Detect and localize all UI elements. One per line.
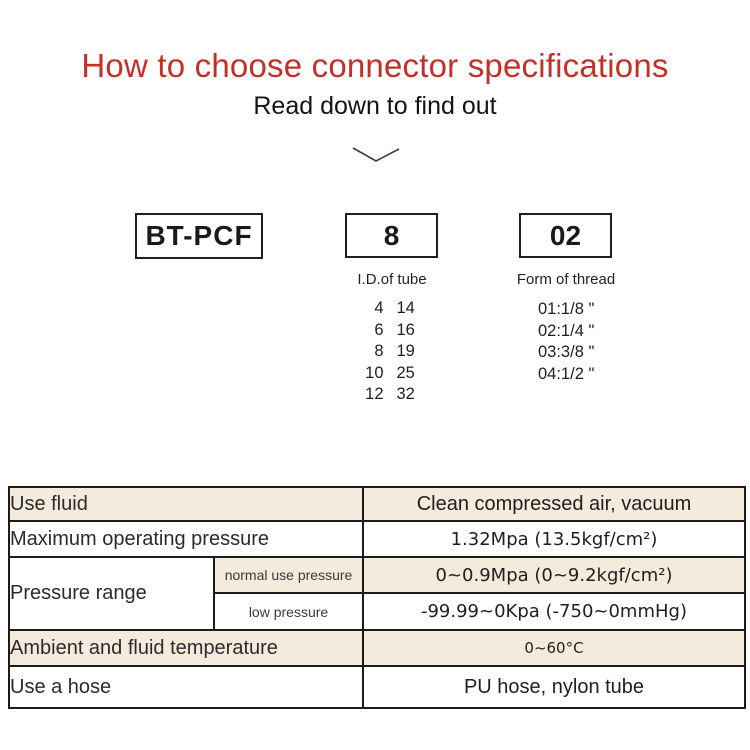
tube-id: 12 xyxy=(365,385,384,403)
thread-code-text: 02 xyxy=(549,219,582,251)
tube-id: 4 xyxy=(374,299,384,317)
thread-option: 01:1/8 " xyxy=(538,300,595,318)
tube-size: 32 xyxy=(396,385,415,403)
table-row: low pressure -99.99~0Kpa (-750~0mmHg) xyxy=(9,592,746,631)
spec-value-temperature: 0~60°C xyxy=(362,629,746,667)
table-row: Use fluid Clean compressed air, vacuum xyxy=(8,486,746,522)
spec-value-hose: PU hose, nylon tube xyxy=(362,665,746,709)
tube-size: 25 xyxy=(396,363,415,382)
thread-option-list: 01:1/8 " 02:1/4 " 03:3/8 " 04:1/2 " xyxy=(538,299,594,385)
spec-table: Use fluid Clean compressed air, vacuum M… xyxy=(8,486,746,709)
table-row: Use a hose PU hose, nylon tube xyxy=(8,665,746,709)
tube-id: 6 xyxy=(374,320,384,339)
spec-label-use-fluid: Use fluid xyxy=(8,486,364,522)
table-row: Pressure range normal use pressure 0~0.9… xyxy=(8,556,746,631)
thread-code-box: 02 xyxy=(519,213,612,258)
tube-size: 19 xyxy=(396,342,415,360)
spec-sublabel-normal-pressure: normal use pressure xyxy=(213,556,364,594)
spec-label-temperature: Ambient and fluid temperature xyxy=(8,629,364,667)
chevron-down-icon xyxy=(352,147,400,162)
tube-size-row: 8 19 xyxy=(345,341,437,363)
tube-size-row: 12 32 xyxy=(345,384,437,406)
thread-option: 02:1/4 " xyxy=(538,321,595,340)
spec-value-normal-pressure: 0~0.9Mpa (0~9.2kgf/cm²) xyxy=(362,556,746,594)
model-code-box: BT-PCF xyxy=(135,213,263,259)
tube-code-text: 8 xyxy=(383,219,400,251)
tube-section-label: I.D.of tube xyxy=(357,271,427,288)
table-row: Maximum operating pressure 1.32Mpa (13.5… xyxy=(8,520,746,558)
spec-label-max-pressure: Maximum operating pressure xyxy=(8,520,364,558)
tube-size-row: 4 14 xyxy=(345,298,437,320)
model-code-text: BT-PCF xyxy=(145,220,253,251)
spec-label-pressure-range: Pressure range xyxy=(8,556,215,631)
tube-id: 8 xyxy=(374,342,384,360)
thread-section-label: Form of thread xyxy=(516,271,616,288)
table-row: Ambient and fluid temperature 0~60°C xyxy=(8,629,746,667)
spec-value-use-fluid: Clean compressed air, vacuum xyxy=(362,486,746,522)
spec-label-hose: Use a hose xyxy=(8,665,364,709)
spec-value-low-pressure: -99.99~0Kpa (-750~0mmHg) xyxy=(362,592,746,631)
tube-size-list: 4 14 6 16 8 19 10 25 12 32 xyxy=(345,298,437,406)
spec-value-max-pressure: 1.32Mpa (13.5kgf/cm²) xyxy=(362,520,746,558)
tube-size: 16 xyxy=(396,320,415,339)
tube-size: 14 xyxy=(396,299,415,317)
spec-sublabel-low-pressure: low pressure xyxy=(213,592,364,631)
thread-option: 04:1/2 " xyxy=(538,364,595,383)
page-subtitle: Read down to find out xyxy=(253,92,497,120)
tube-size-row: 10 25 xyxy=(345,363,437,385)
tube-id: 10 xyxy=(365,363,384,382)
thread-option: 03:3/8 " xyxy=(538,343,595,361)
tube-code-box: 8 xyxy=(345,213,438,258)
tube-size-row: 6 16 xyxy=(345,320,437,342)
page-title: How to choose connector specifications xyxy=(81,47,669,84)
